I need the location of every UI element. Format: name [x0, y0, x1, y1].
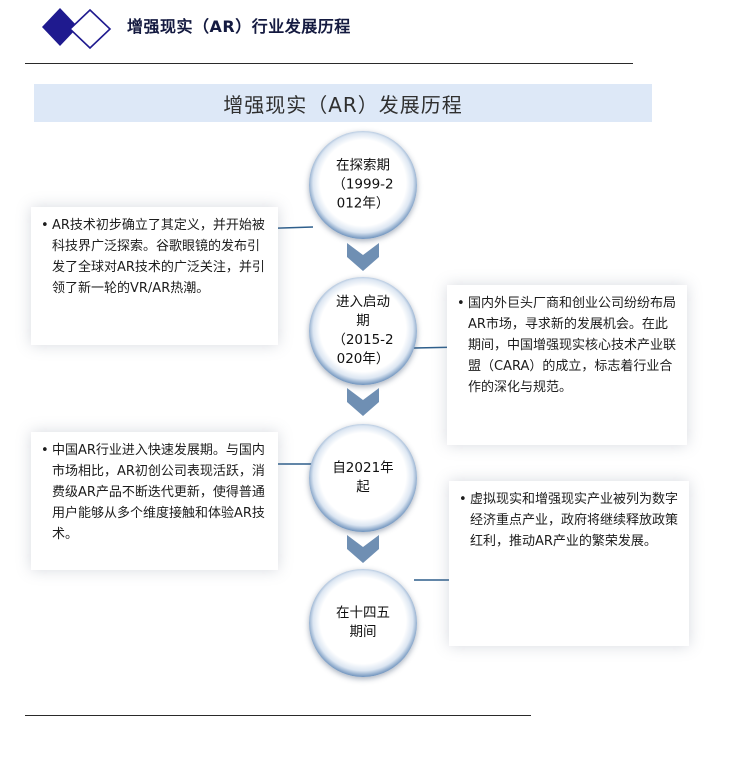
stage-label-1: 在探索期 （1999-2 012年）: [332, 157, 394, 212]
description-text-3: 中国AR行业进入快速发展期。与国内市场相比，AR初创公司表现活跃，消费级AR产品…: [52, 443, 265, 542]
diagram-title: 增强现实（AR）发展历程: [223, 92, 463, 117]
chevron-down-icon: [347, 535, 379, 563]
chevron-down-icon: [347, 243, 379, 271]
stage-label-2: 进入启动 期 （2015-2 020年）: [332, 294, 394, 367]
stage-node-4: 在十四五 期间: [309, 569, 417, 677]
chevron-down-icon: [347, 388, 379, 416]
stage-label-3: 自2021年 起: [332, 460, 394, 495]
diagram-banner: 增强现实（AR）发展历程: [34, 84, 652, 122]
stage-node-2: 进入启动 期 （2015-2 020年）: [309, 277, 417, 385]
description-card-2: • 国内外巨头厂商和创业公司纷纷布局AR市场，寻求新的发展机会。在此期间，中国增…: [447, 285, 687, 445]
stage-node-1: 在探索期 （1999-2 012年）: [309, 131, 417, 239]
header-divider: [25, 63, 633, 64]
description-text-2: 国内外巨头厂商和创业公司纷纷布局AR市场，寻求新的发展机会。在此期间，中国增强现…: [468, 296, 677, 395]
stage-label-4: 在十四五 期间: [336, 605, 390, 640]
description-text-1: AR技术初步确立了其定义，并开始被科技界广泛探索。谷歌眼镜的发布引发了全球对AR…: [52, 218, 265, 296]
description-card-4: • 虚拟现实和增强现实产业被列为数字经济重点产业，政府将继续释放政策红利，推动A…: [449, 481, 689, 646]
double-diamond-icon: [42, 8, 112, 50]
bullet-icon: •: [41, 443, 49, 458]
description-text-4: 虚拟现实和增强现实产业被列为数字经济重点产业，政府将继续释放政策红利，推动AR产…: [470, 492, 679, 549]
footer-divider: [25, 715, 531, 716]
stage-node-3: 自2021年 起: [309, 424, 417, 532]
description-card-1: • AR技术初步确立了其定义，并开始被科技界广泛探索。谷歌眼镜的发布引发了全球对…: [31, 207, 278, 345]
bullet-icon: •: [457, 296, 465, 311]
bullet-icon: •: [459, 492, 467, 507]
bullet-icon: •: [41, 218, 49, 233]
description-card-3: • 中国AR行业进入快速发展期。与国内市场相比，AR初创公司表现活跃，消费级AR…: [31, 432, 278, 570]
page-title: 增强现实（AR）行业发展历程: [127, 17, 351, 36]
